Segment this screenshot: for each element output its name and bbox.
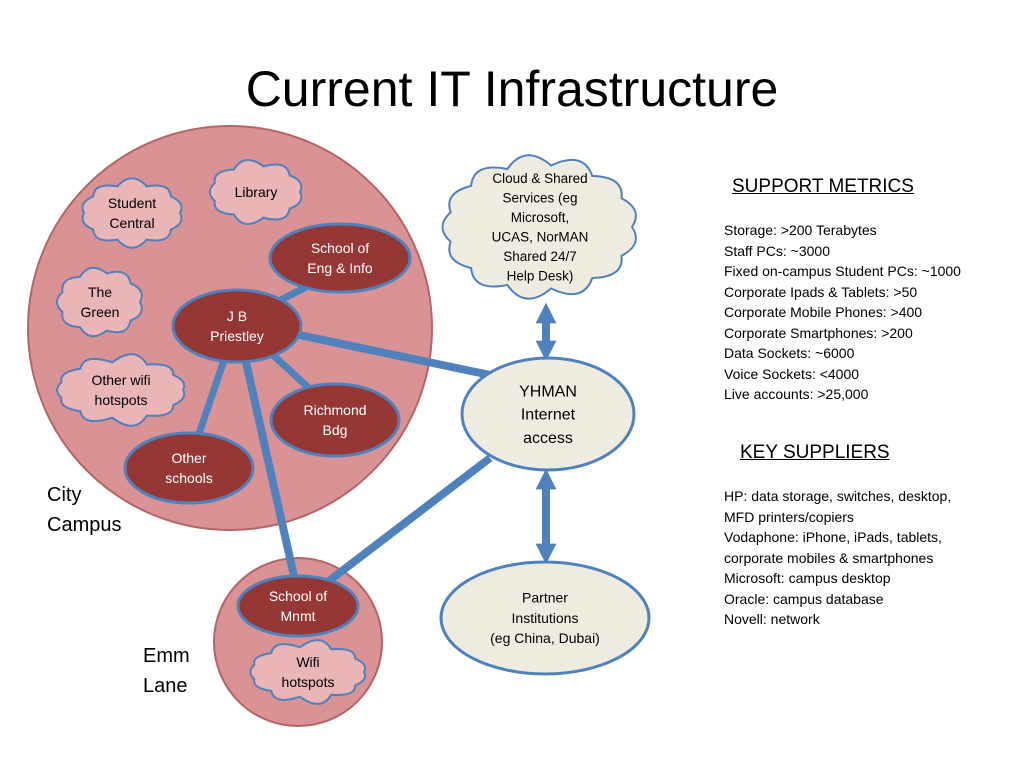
cloud-services-cloud-shape [441,154,637,300]
city-campus-label-line: City [47,484,82,506]
wifi-hotspots-label-line: hotspots [282,674,335,690]
supplier-item: Microsoft: campus desktop [724,570,891,586]
school-eng-label-line: School of [311,240,369,256]
city-campus-label: City Campus [47,480,121,540]
metric-item: Data Sockets: ~6000 [724,345,855,361]
the-green-cloud-shape [55,266,143,338]
jb-priestley-label-line: Priestley [210,328,264,344]
yhman-label-line: Internet [521,407,576,424]
metric-item: Corporate Ipads & Tablets: >50 [724,283,918,300]
key-suppliers-heading: KEY SUPPLIERS [740,442,890,463]
other-schools-label-line: Other [171,450,206,466]
metric-item: Corporate Smartphones: >200 [724,324,913,341]
partner-label-line: Partner [522,590,568,606]
support-metrics-heading: SUPPORT METRICS [732,176,914,197]
partner-ellipse-shape [439,560,651,676]
metric-item: Fixed on-campus Student PCs: ~1000 [724,263,961,279]
node-wifi-hotspots: Wifi hotspots [249,639,367,705]
library-label-line: Library [235,184,278,200]
other-wifi-label-line: hotspots [95,392,148,408]
student-central-label-line: Central [109,215,154,231]
metric-item: Voice Sockets: <4000 [724,365,860,382]
school-mnmt-label-line: School of [269,588,327,604]
slide-title: Current IT Infrastructure [245,61,779,117]
student-central-label-line: Student [108,195,156,211]
partner-label-line: (eg China, Dubai) [490,630,600,646]
node-other-schools: Other schools [123,431,255,505]
other-schools-label-line: schools [165,470,212,486]
richmond-label-line: Richmond [303,402,366,418]
node-school-mnmt: School of Mnmt [236,574,360,638]
supplier-item: Vodaphone: iPhone, iPads, tablets, [724,529,942,545]
city-campus-label-line: Campus [47,514,122,536]
school-mnmt-ellipse-shape [236,574,360,638]
supplier-item: Oracle: campus database [724,590,884,607]
yhman-label-line: access [523,430,573,447]
metric-item: Storage: >200 Terabytes [724,222,877,238]
supplier-item: corporate mobiles & smartphones [724,549,934,566]
other-wifi-label-line: Other wifi [91,372,150,388]
student-central-cloud-shape [81,177,183,249]
other-wifi-cloud-shape [56,353,186,427]
node-yhman: YHMAN Internet access [460,356,636,472]
emm-lane-label: Emm Lane [143,641,190,701]
richmond-label-line: Bdg [323,422,348,438]
cloud-services-label-line: Services (eg [502,190,577,205]
cloud-services-label-line: Cloud & Shared [492,171,587,186]
node-library: Library [208,159,303,225]
cloud-services-label-line: Help Desk) [507,269,574,284]
cloud-services-label-line: UCAS, NorMAN [492,230,589,245]
emm-lane-label-line: Emm [143,645,190,667]
support-metrics-list: Storage: >200 Terabytes Staff PCs: ~3000… [724,220,961,405]
node-jb-priestley: J B Priestley [171,288,303,364]
node-other-wifi: Other wifi hotspots [56,353,186,427]
emm-lane-label-line: Lane [143,675,188,697]
the-green-label-line: The [88,284,112,300]
library-cloud-shape [208,159,303,225]
cloud-services-label-line: Microsoft, [511,210,570,225]
link-jbp-school-mnmt [233,321,304,604]
school-mnmt-label-line: Mnmt [281,608,316,624]
richmond-ellipse-shape [269,382,401,458]
supplier-item: HP: data storage, switches, desktop, [724,488,952,504]
jb-priestley-ellipse-shape [171,288,303,364]
key-suppliers-list: HP: data storage, switches, desktop, MFD… [724,486,951,630]
school-eng-ellipse-shape [268,222,412,294]
partner-label-line: Institutions [512,610,579,626]
metric-item: Corporate Mobile Phones: >400 [724,304,923,320]
other-schools-ellipse-shape [123,431,255,505]
yhman-ellipse-shape [460,356,636,472]
link-yhman-school-mnmt [297,454,493,607]
yhman-label-line: YHMAN [519,383,577,400]
school-eng-label-line: Eng & Info [307,260,373,276]
node-school-eng: School of Eng & Info [268,222,412,294]
metric-item: Live accounts: >25,000 [724,386,869,402]
wifi-hotspots-cloud-shape [249,639,367,705]
supplier-item: MFD printers/copiers [724,508,854,525]
metric-item: Staff PCs: ~3000 [724,242,830,259]
wifi-hotspots-label-line: Wifi [296,654,319,670]
cloud-services-label-line: Shared 24/7 [503,249,577,264]
jb-priestley-label-line: J B [227,308,247,324]
supplier-item: Novell: network [724,611,820,627]
the-green-label-line: Green [81,304,120,320]
